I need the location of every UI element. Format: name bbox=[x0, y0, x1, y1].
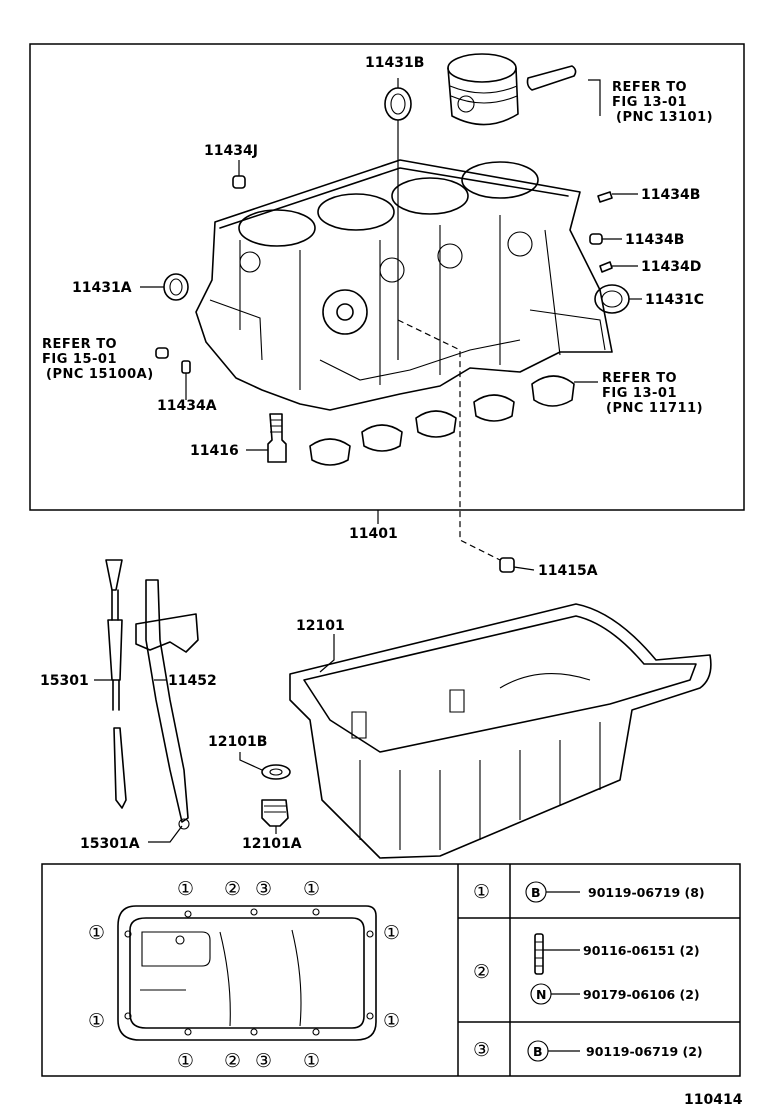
label-11431B: 11431B bbox=[365, 55, 424, 71]
marker-top-2: ② bbox=[224, 878, 241, 900]
piston-drawing bbox=[447, 53, 577, 126]
label-11434B-lower: 11434B bbox=[625, 232, 684, 248]
legend-row-1-marker: ① bbox=[473, 881, 490, 903]
refer-piston-line-2: FIG 13-01 bbox=[612, 95, 687, 110]
legend-row-1-code: B bbox=[531, 885, 541, 900]
legend-row-2-marker: ② bbox=[473, 961, 490, 983]
label-12101A: 12101A bbox=[242, 836, 302, 852]
dipstick-drawing bbox=[105, 559, 127, 809]
label-11434A: 11434A bbox=[157, 398, 217, 414]
refer-piston-line-1: REFER TO bbox=[612, 80, 687, 95]
label-11431A: 11431A bbox=[72, 280, 132, 296]
label-11434J: 11434J bbox=[204, 143, 258, 159]
stud-bolt-drawing bbox=[534, 933, 580, 975]
main-bearings bbox=[309, 375, 575, 466]
legend-row-2-part-2: 90179-06106 (2) bbox=[583, 987, 700, 1002]
cylinder-block-drawing bbox=[195, 159, 613, 411]
label-11416: 11416 bbox=[190, 443, 239, 459]
marker-right-lower: ① bbox=[383, 1010, 400, 1032]
marker-top-1-right: ① bbox=[303, 878, 320, 900]
figure-number: 110414 bbox=[684, 1092, 743, 1108]
oil-pan-drawing bbox=[289, 603, 712, 859]
label-11415A: 11415A bbox=[538, 563, 598, 579]
legend-row-3-part: 90119-06719 (2) bbox=[586, 1044, 703, 1059]
refer-front-line-3: (PNC 15100A) bbox=[46, 367, 154, 382]
label-12101: 12101 bbox=[296, 618, 345, 634]
refer-front-line-1: REFER TO bbox=[42, 337, 117, 352]
label-11452: 11452 bbox=[168, 673, 217, 689]
marker-bottom-1-left: ① bbox=[177, 1050, 194, 1072]
marker-bottom-3: ③ bbox=[255, 1050, 272, 1072]
legend-row-3-code: B bbox=[533, 1044, 543, 1059]
bolt-legend-frame bbox=[41, 863, 741, 1077]
refer-front-line-2: FIG 15-01 bbox=[42, 352, 117, 367]
legend-row-1-part: 90119-06719 (8) bbox=[588, 885, 705, 900]
marker-bottom-2: ② bbox=[224, 1050, 241, 1072]
refer-piston-line-3: (PNC 13101) bbox=[616, 110, 713, 125]
label-11401: 11401 bbox=[349, 526, 398, 542]
legend-row-3-marker: ③ bbox=[473, 1039, 490, 1061]
cylinder-block-frame bbox=[29, 43, 745, 511]
label-11434D: 11434D bbox=[641, 259, 701, 275]
dipstick-guide-drawing bbox=[135, 579, 199, 830]
label-12101B: 12101B bbox=[208, 734, 267, 750]
marker-bottom-1-right: ① bbox=[303, 1050, 320, 1072]
middle-leader-lines bbox=[94, 566, 535, 843]
marker-left-upper: ① bbox=[88, 922, 105, 944]
marker-top-1-left: ① bbox=[177, 878, 194, 900]
marker-left-lower: ① bbox=[88, 1010, 105, 1032]
label-11434B-upper: 11434B bbox=[641, 187, 700, 203]
label-15301A: 15301A bbox=[80, 836, 140, 852]
oil-pan-gasket-plan bbox=[117, 905, 377, 1041]
legend-row-2-code-2: N bbox=[536, 987, 546, 1002]
drain-plug-parts bbox=[261, 557, 515, 827]
label-11431C: 11431C bbox=[645, 292, 704, 308]
refer-bearing-line-1: REFER TO bbox=[602, 371, 677, 386]
leader-lines bbox=[140, 78, 642, 561]
marker-right-upper: ① bbox=[383, 922, 400, 944]
legend-row-2-part-1: 90116-06151 (2) bbox=[583, 943, 700, 958]
refer-bearing-line-2: FIG 13-01 bbox=[602, 386, 677, 401]
label-15301: 15301 bbox=[40, 673, 89, 689]
marker-top-3: ③ bbox=[255, 878, 272, 900]
refer-bearing-line-3: (PNC 11711) bbox=[606, 401, 703, 416]
